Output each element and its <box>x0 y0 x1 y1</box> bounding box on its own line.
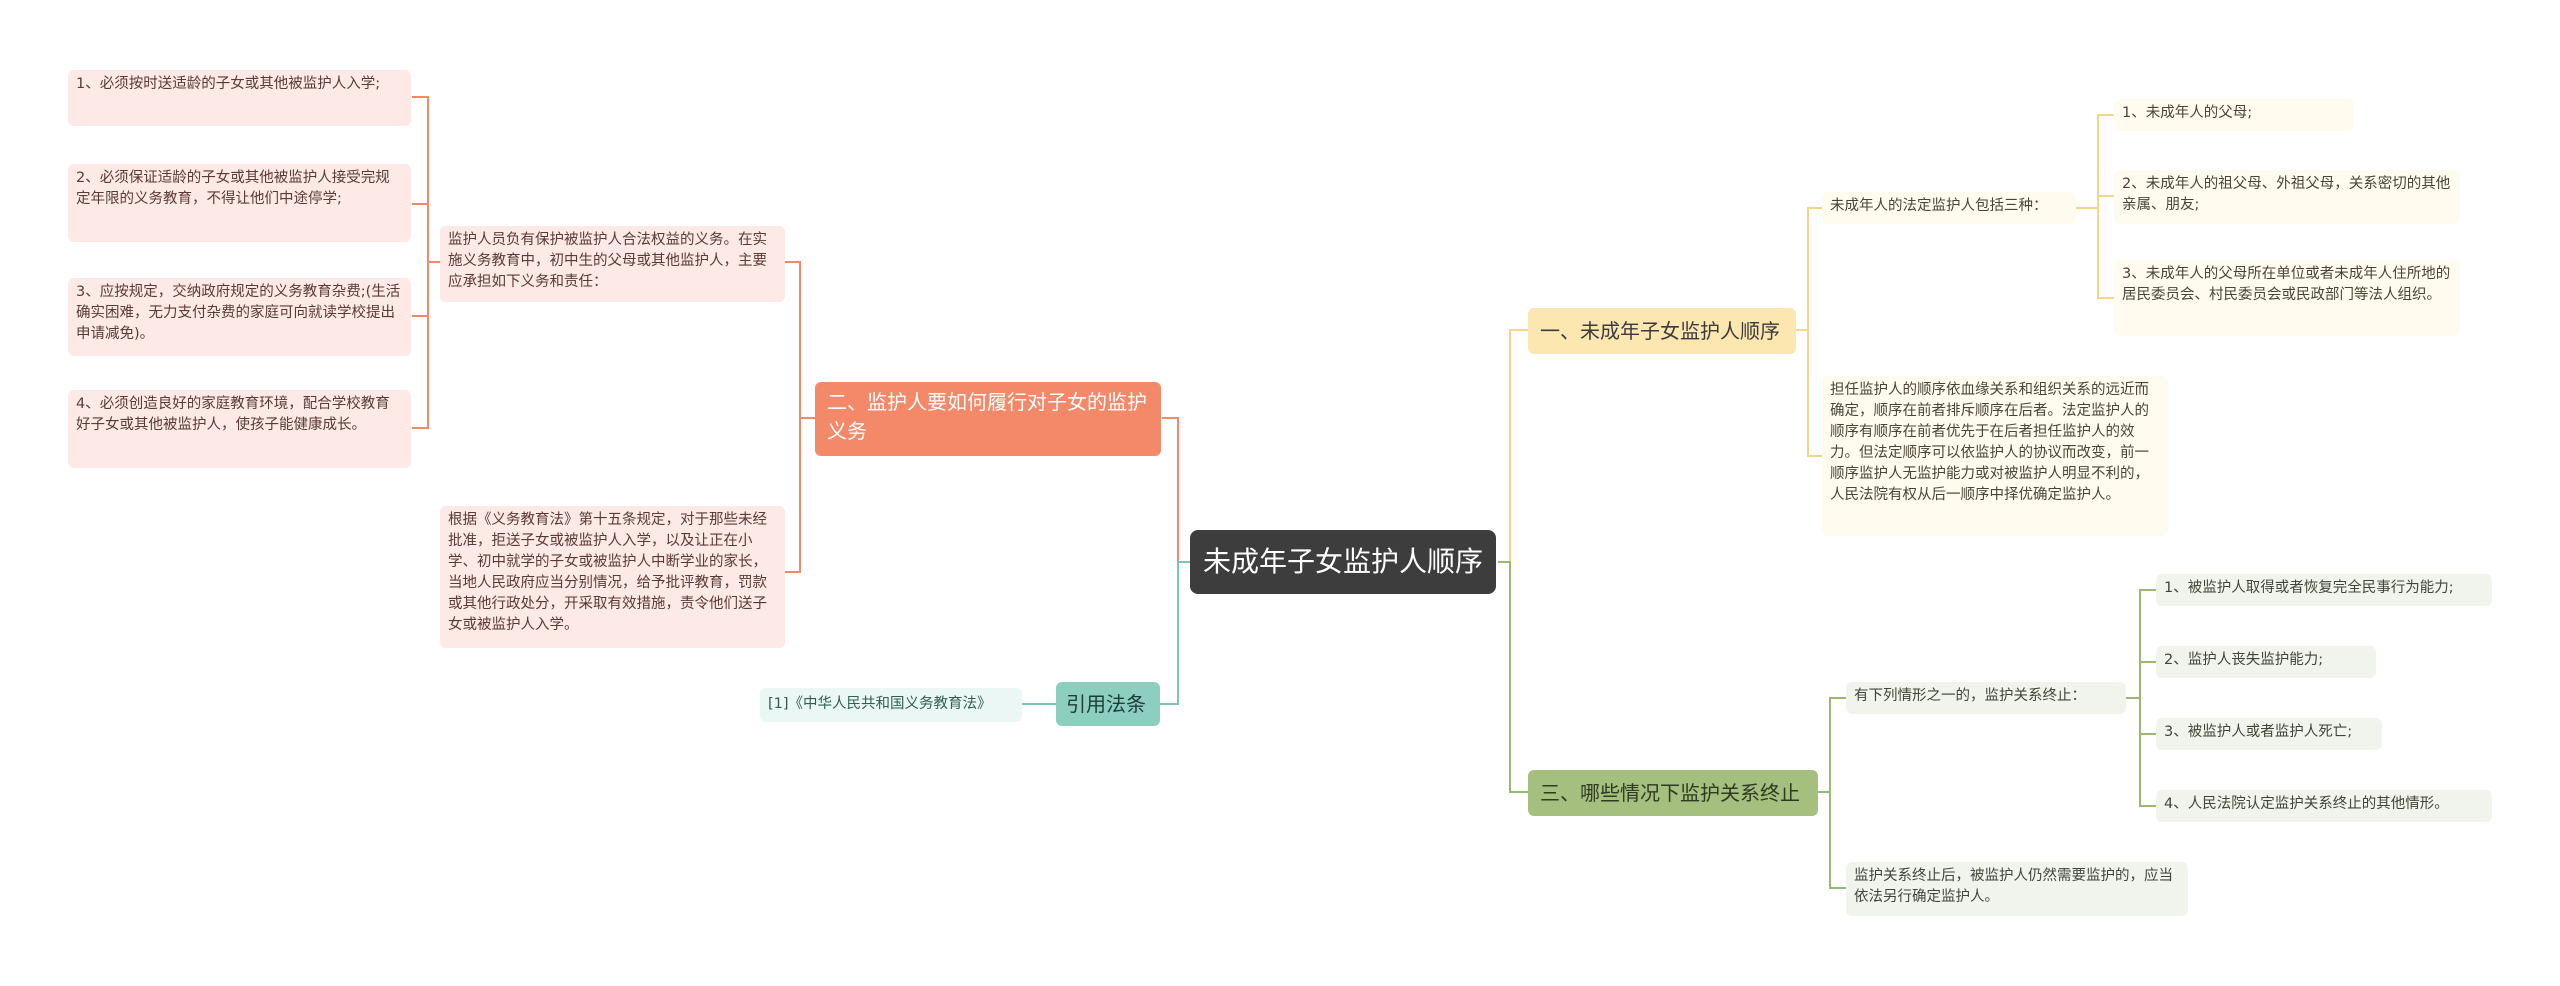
subtopic-law-note[interactable]: 根据《义务教育法》第十五条规定，对于那些未经批准，拒送子女或被监护人入学，以及让… <box>440 506 785 648</box>
case-item-3[interactable]: 3、被监护人或者监护人死亡; <box>2156 718 2382 750</box>
case-item-2[interactable]: 2、监护人丧失监护能力; <box>2156 646 2376 678</box>
link-duty-3 <box>412 261 440 317</box>
subtopic-statutory-guardians[interactable]: 未成年人的法定监护人包括三种： <box>1822 192 2076 224</box>
statutory-item-3[interactable]: 3、未成年人的父母所在单位或者未成年人住所地的居民委员会、村民委员会或民政部门等… <box>2114 260 2460 336</box>
link-duty-4 <box>412 261 440 429</box>
subtopic-termination-cases[interactable]: 有下列情形之一的，监护关系终止： <box>1846 682 2126 714</box>
citation-item-text: [1]《中华人民共和国义务教育法》 <box>768 696 992 713</box>
link-statutory-2 <box>2076 195 2114 209</box>
topic-citation-label: 引用法条 <box>1066 691 1146 716</box>
link-root-citation <box>1160 561 1190 705</box>
link-termination-after <box>1818 791 1846 889</box>
link-case-4 <box>2126 697 2156 807</box>
link-root-order <box>1498 329 1528 563</box>
link-statutory-3 <box>2076 207 2114 299</box>
statutory-item-1[interactable]: 1、未成年人的父母; <box>2114 99 2354 131</box>
case-item-1-text: 1、被监护人取得或者恢复完全民事行为能力; <box>2164 580 2454 596</box>
case-item-4-text: 4、人民法院认定监护关系终止的其他情形。 <box>2164 796 2449 812</box>
case-item-2-text: 2、监护人丧失监护能力; <box>2164 652 2324 668</box>
root-topic-label: 未成年子女监护人顺序 <box>1202 544 1483 578</box>
link-obligations-law-note <box>785 417 815 573</box>
subtopic-after-termination-text: 监护关系终止后，被监护人仍然需要监护的，应当依法另行确定监护人。 <box>1854 868 2173 906</box>
link-case-2 <box>2126 661 2156 699</box>
duty-item-3[interactable]: 3、应按规定，交纳政府规定的义务教育杂费;(生活确实困难，无力支付杂费的家庭可向… <box>68 278 411 356</box>
link-duty-2 <box>412 203 440 263</box>
subtopic-duty-note-text: 监护人员负有保护被监护人合法权益的义务。在实施义务教育中，初中生的父母或其他监护… <box>448 232 767 291</box>
subtopic-law-note-text: 根据《义务教育法》第十五条规定，对于那些未经批准，拒送子女或被监护人入学，以及让… <box>448 512 767 634</box>
topic-guardian-order-label: 一、未成年子女监护人顺序 <box>1540 318 1780 343</box>
duty-item-2[interactable]: 2、必须保证适龄的子女或其他被监护人接受完规定年限的义务教育，不得让他们中途停学… <box>68 164 411 242</box>
statutory-item-1-text: 1、未成年人的父母; <box>2122 105 2253 121</box>
link-root-obligations <box>1162 417 1190 563</box>
duty-item-4-text: 4、必须创造良好的家庭教育环境，配合学校教育好子女或其他被监护人，使孩子能健康成… <box>76 396 390 434</box>
statutory-item-3-text: 3、未成年人的父母所在单位或者未成年人住所地的居民委员会、村民委员会或民政部门等… <box>2122 266 2451 304</box>
link-order-statutory <box>1796 207 1822 331</box>
topic-guardian-order[interactable]: 一、未成年子女监护人顺序 <box>1528 308 1796 354</box>
root-topic[interactable]: 未成年子女监护人顺序 <box>1190 530 1496 594</box>
topic-obligations-label: 二、监护人要如何履行对子女的监护义务 <box>827 390 1147 443</box>
case-item-1[interactable]: 1、被监护人取得或者恢复完全民事行为能力; <box>2156 574 2492 606</box>
link-obligations-duty-note <box>785 261 815 419</box>
link-root-termination <box>1498 561 1528 793</box>
subtopic-after-termination[interactable]: 监护关系终止后，被监护人仍然需要监护的，应当依法另行确定监护人。 <box>1846 862 2188 916</box>
statutory-item-2-text: 2、未成年人的祖父母、外祖父母，关系密切的其他亲属、朋友; <box>2122 176 2451 214</box>
link-order-note <box>1796 329 1822 457</box>
duty-item-3-text: 3、应按规定，交纳政府规定的义务教育杂费;(生活确实困难，无力支付杂费的家庭可向… <box>76 284 401 343</box>
link-statutory-1 <box>2076 114 2114 209</box>
topic-termination-label: 三、哪些情况下监护关系终止 <box>1540 780 1800 805</box>
link-termination-cases <box>1818 697 1846 793</box>
link-duty-1 <box>412 96 440 263</box>
subtopic-order-note-text: 担任监护人的顺序依血缘关系和组织关系的远近而确定，顺序在前者排斥顺序在后者。法定… <box>1830 382 2149 504</box>
statutory-item-2[interactable]: 2、未成年人的祖父母、外祖父母，关系密切的其他亲属、朋友; <box>2114 170 2460 224</box>
citation-item[interactable]: [1]《中华人民共和国义务教育法》 <box>760 688 1022 722</box>
subtopic-termination-cases-text: 有下列情形之一的，监护关系终止： <box>1854 688 2086 704</box>
duty-item-4[interactable]: 4、必须创造良好的家庭教育环境，配合学校教育好子女或其他被监护人，使孩子能健康成… <box>68 390 411 468</box>
duty-item-1-text: 1、必须按时送适龄的子女或其他被监护人入学; <box>76 76 381 92</box>
topic-citation[interactable]: 引用法条 <box>1056 682 1160 726</box>
topic-obligations[interactable]: 二、监护人要如何履行对子女的监护义务 <box>815 382 1161 456</box>
topic-termination[interactable]: 三、哪些情况下监护关系终止 <box>1528 770 1818 816</box>
subtopic-order-note[interactable]: 担任监护人的顺序依血缘关系和组织关系的远近而确定，顺序在前者排斥顺序在后者。法定… <box>1822 376 2168 536</box>
subtopic-duty-note[interactable]: 监护人员负有保护被监护人合法权益的义务。在实施义务教育中，初中生的父母或其他监护… <box>440 226 785 302</box>
duty-item-2-text: 2、必须保证适龄的子女或其他被监护人接受完规定年限的义务教育，不得让他们中途停学… <box>76 170 390 208</box>
duty-item-1[interactable]: 1、必须按时送适龄的子女或其他被监护人入学; <box>68 70 411 126</box>
subtopic-statutory-guardians-text: 未成年人的法定监护人包括三种： <box>1830 198 2048 214</box>
case-item-4[interactable]: 4、人民法院认定监护关系终止的其他情形。 <box>2156 790 2492 822</box>
case-item-3-text: 3、被监护人或者监护人死亡; <box>2164 724 2353 740</box>
